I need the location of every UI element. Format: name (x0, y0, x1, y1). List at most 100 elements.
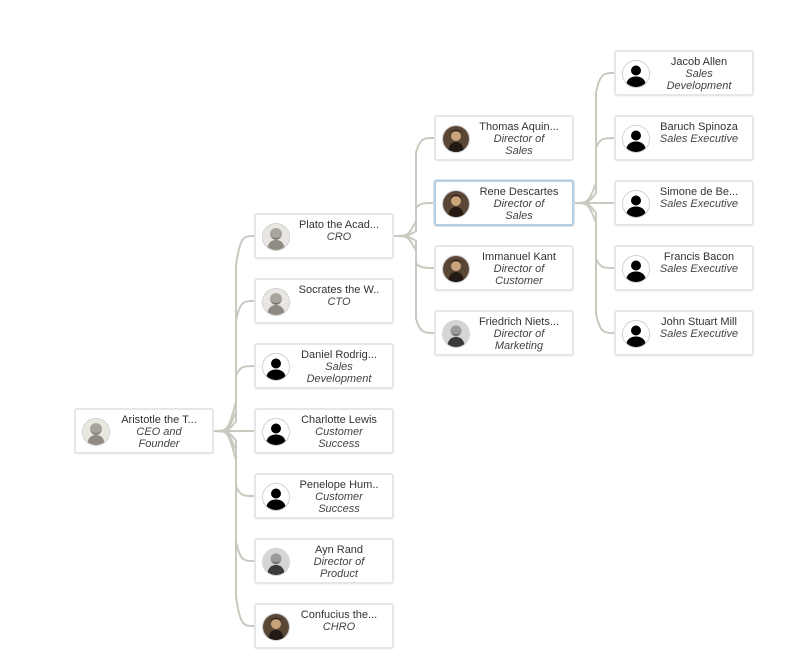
org-node-beauvoir[interactable]: Simone de Be...Sales Executive (614, 180, 754, 226)
node-title-line: Sales Executive (659, 328, 739, 340)
node-name: Aristotle the T... (121, 414, 197, 426)
node-title-line: CHRO (322, 621, 356, 633)
node-title-line: Director of (493, 263, 545, 275)
connector-aristotle-plato (213, 235, 255, 432)
person-silhouette-icon (262, 353, 290, 381)
connector-descartes-spinoza (573, 137, 615, 204)
node-title-line: Development (306, 373, 372, 385)
node-name: Confucius the... (300, 609, 378, 621)
node-name: Rene Descartes (479, 186, 559, 198)
person-silhouette-icon (622, 60, 650, 88)
node-title-line: CEO and (136, 426, 182, 438)
node-title-line: Sales Executive (659, 263, 739, 275)
node-title-line: Success (318, 503, 360, 515)
node-title-line: Development (666, 80, 732, 92)
node-name: Socrates the W.. (298, 284, 380, 296)
connector-plato-nietzsche (393, 235, 435, 334)
node-name: Charlotte Lewis (301, 414, 377, 426)
node-name: Immanuel Kant (482, 251, 556, 263)
node-title-line: Customer (315, 426, 363, 438)
node-title-line: Director of (493, 328, 545, 340)
person-silhouette-icon (262, 418, 290, 446)
connector-descartes-bacon (573, 202, 615, 269)
node-title-line: Director of (493, 133, 545, 145)
connector-aristotle-confucius (213, 430, 255, 627)
person-silhouette-icon (622, 320, 650, 348)
node-title-line: Sales (505, 210, 533, 222)
node-title-line: Sales Executive (659, 198, 739, 210)
node-name: John Stuart Mill (661, 316, 737, 328)
connector-descartes-mill (573, 202, 615, 334)
org-node-confucius[interactable]: Confucius the...CHRO (254, 603, 394, 649)
avatar-photo-icon (442, 255, 470, 283)
connector-plato-kant (393, 235, 435, 269)
node-title-line: Product (320, 568, 358, 580)
node-title-line: Director of (493, 198, 545, 210)
avatar-photo-icon (262, 548, 290, 576)
node-name: Plato the Acad... (298, 219, 380, 231)
org-node-plato[interactable]: Plato the Acad...CRO (254, 213, 394, 259)
node-text: Confucius the...CHRO (292, 609, 386, 633)
node-text: Simone de Be...Sales Executive (652, 186, 746, 210)
org-node-socrates[interactable]: Socrates the W..CTO (254, 278, 394, 324)
node-title-line: Success (318, 438, 360, 450)
node-title-line: Marketing (494, 340, 544, 352)
node-text: Plato the Acad...CRO (292, 219, 386, 243)
node-title-line: Sales (685, 68, 713, 80)
node-name: Penelope Hum.. (299, 479, 379, 491)
node-title-line: Sales Executive (659, 133, 739, 145)
avatar-photo-icon (82, 418, 110, 446)
avatar-photo-icon (442, 125, 470, 153)
person-silhouette-icon (622, 190, 650, 218)
node-name: Baruch Spinoza (660, 121, 738, 133)
node-title-line: Sales (325, 361, 353, 373)
avatar-photo-icon (442, 190, 470, 218)
node-title-line: CTO (327, 296, 351, 308)
node-name: Jacob Allen (670, 56, 728, 68)
node-name: Friedrich Niets... (478, 316, 560, 328)
node-title-line: Founder (138, 438, 180, 450)
node-title-line: Sales (505, 145, 533, 157)
person-silhouette-icon (262, 483, 290, 511)
person-silhouette-icon (622, 125, 650, 153)
connector-plato-descartes (393, 202, 435, 237)
node-title-line: Customer (315, 491, 363, 503)
node-name: Simone de Be... (659, 186, 739, 198)
node-name: Daniel Rodrig... (301, 349, 377, 361)
node-name: Ayn Rand (314, 544, 364, 556)
connector-aristotle-penelope (213, 430, 255, 497)
avatar-photo-icon (262, 613, 290, 641)
node-title-line: CRO (326, 231, 352, 243)
avatar-photo-icon (262, 288, 290, 316)
node-name: Francis Bacon (663, 251, 735, 263)
person-silhouette-icon (622, 255, 650, 283)
avatar-photo-icon (442, 320, 470, 348)
connector-aristotle-daniel (213, 365, 255, 432)
node-title-line: Customer (495, 275, 543, 287)
avatar-photo-icon (262, 223, 290, 251)
